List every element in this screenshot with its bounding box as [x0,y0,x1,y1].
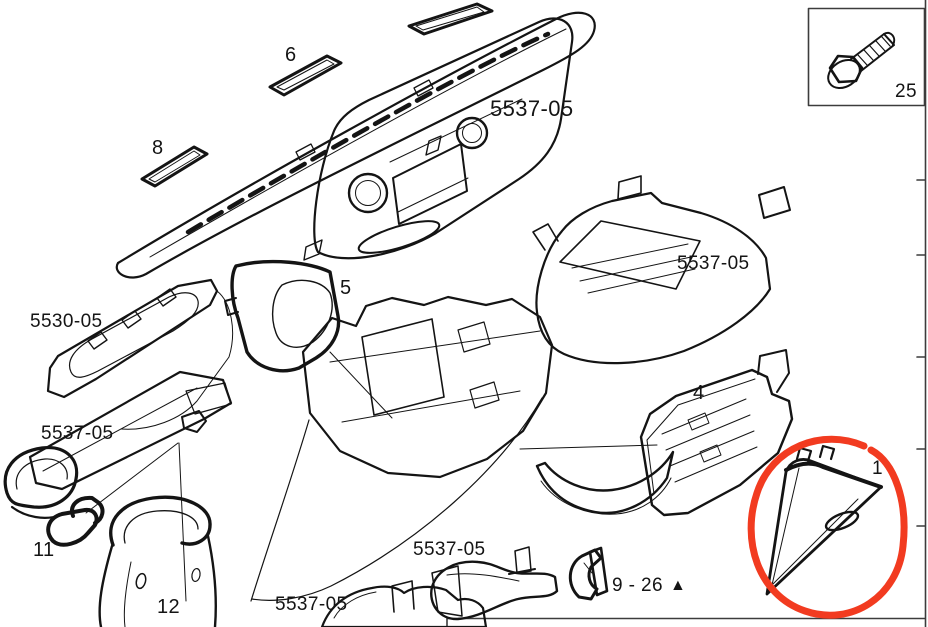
hex-bolt-icon [827,31,896,89]
inset-box [807,7,926,107]
sill-trim [519,444,675,515]
instrument-panel-5537 [303,17,574,261]
highlight-ellipse [747,435,908,619]
knee-bolster-strip [28,370,233,602]
defroster-seal [407,2,494,36]
label-ref-left: 5537-05 [41,423,114,444]
lower-dash-5537 [532,175,791,365]
triangle-marker-icon: ▲ [670,577,687,594]
glovebox-frame-4 [639,349,794,517]
ip-top-pad [115,11,596,279]
center-carrier [250,295,554,602]
label-ref-right: 5537-05 [677,253,750,274]
glovebox-door-1 [765,444,883,596]
label-part11: 11 [33,539,55,561]
label-ref-cluster-finish: 5530-05 [30,311,103,332]
label-group-ref: 9 - 26 ▲ [612,576,686,596]
cluster-finish-5530 [46,278,234,430]
seal-6 [268,54,343,97]
console-front-5537 [320,580,488,627]
clip-11 [46,495,105,547]
group-ref-text: 9 - 26 [612,575,663,596]
label-part8: 8 [152,137,164,159]
label-ref-console: 5537-05 [275,594,348,615]
label-part6: 6 [285,44,297,66]
label-inset-part: 25 [895,81,917,102]
label-part5: 5 [340,277,352,299]
side-trim-5 [224,259,393,419]
air-duct-5537 [430,546,559,621]
column-shroud-12 [98,495,217,627]
bracket-9-26 [568,546,609,601]
label-ref-duct: 5537-05 [413,539,486,560]
label-ref-top: 5537-05 [490,96,574,121]
label-part12: 12 [157,596,181,618]
seal-8 [140,145,209,188]
label-part4: 4 [693,382,705,404]
label-part1: 1 [872,458,883,479]
